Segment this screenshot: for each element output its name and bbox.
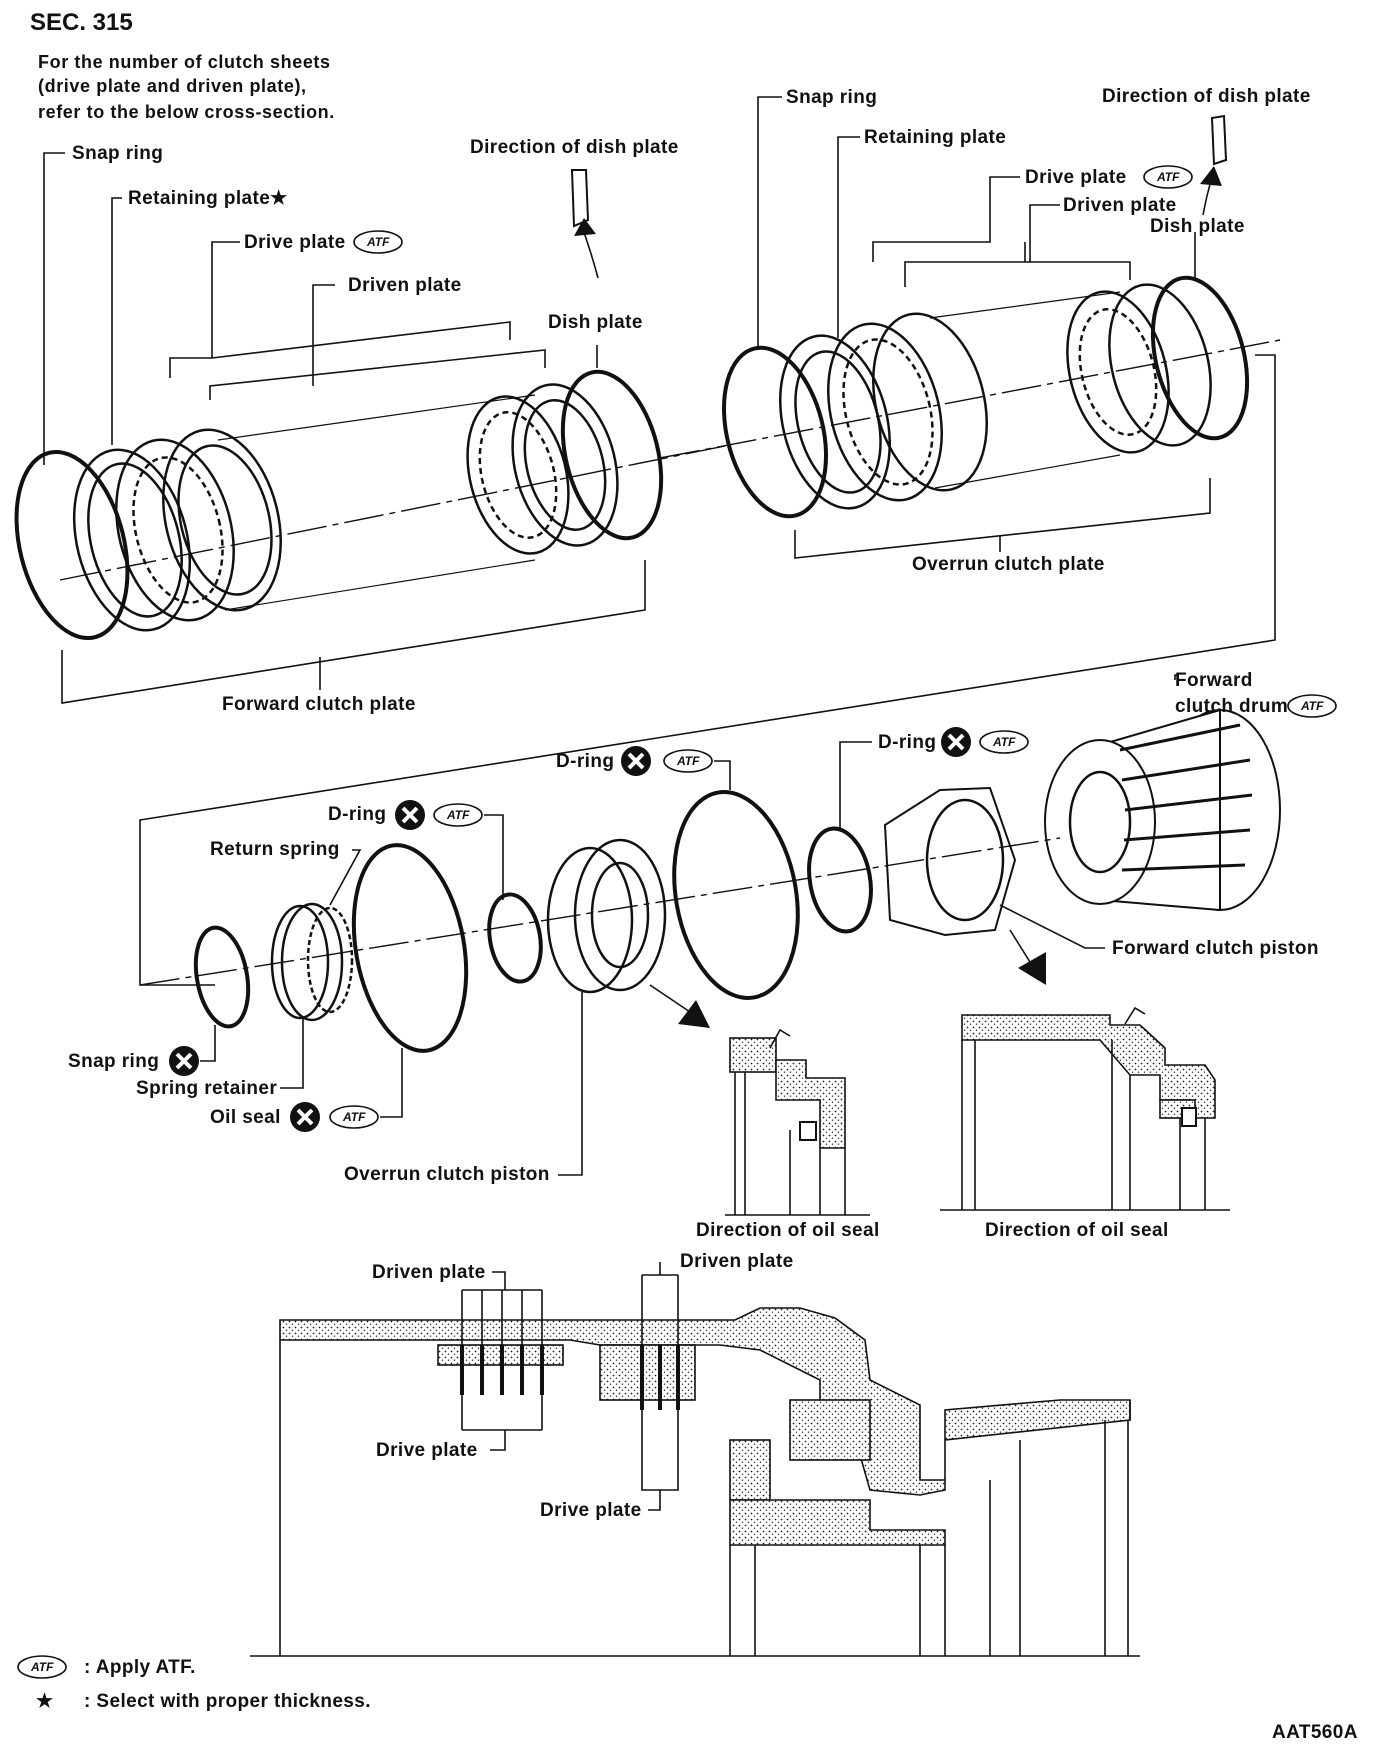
d-ring-2-atf-badge: ATF (979, 730, 1029, 754)
fwd-drive-plate (115, 438, 235, 622)
fwd-drive-plate-label: Drive plate (244, 232, 346, 253)
drum-atf-badge: ATF (1287, 694, 1337, 718)
fwd-dish-direction-icon (570, 169, 590, 228)
cs-drive-plate-left-label: Drive plate (376, 1440, 478, 1461)
piston-snap-ring-label: Snap ring (68, 1051, 159, 1072)
oil-seal-detail-right: Direction of oil seal (940, 1006, 1230, 1241)
svg-text:ATF: ATF (1156, 170, 1180, 184)
return-spring (306, 906, 354, 1014)
fwd-retaining-plate (72, 448, 192, 632)
forward-clutch-piston-label: Forward clutch piston (1112, 938, 1319, 959)
ovr-dish-plate-label: Dish plate (1150, 216, 1245, 237)
ovr-snap-ring-label: Snap ring (786, 87, 877, 108)
d-ring-3-atf-badge: ATF (433, 803, 483, 827)
figure-id: AAT560A (1272, 1722, 1358, 1743)
spring-retainer (270, 904, 330, 1020)
legend-star-symbol: ★ (36, 1691, 53, 1712)
fwd-driven-plate-label: Driven plate (348, 275, 462, 296)
forward-clutch-drum-label-1: Forward (1175, 670, 1253, 691)
ovr-drive-plate-atf-badge: ATF (1143, 165, 1193, 189)
overrun-clutch-plate-group: Snap ring Retaining plate Drive plate AT… (659, 86, 1311, 575)
note-line-2: (drive plate and driven plate), (38, 76, 307, 96)
section-number: SEC. 315 (30, 9, 133, 36)
fwd-driven-plate (162, 428, 282, 612)
forward-clutch-plate-group: Snap ring Retaining plate★ Drive plate A… (14, 137, 731, 715)
piston-group: Forward clutch drum ATF D-ring ATF D-rin… (68, 670, 1337, 1185)
oil-seal-replace-icon (288, 1100, 322, 1134)
overrun-clutch-piston-label: Overrun clutch piston (344, 1164, 550, 1185)
svg-text:ATF: ATF (1300, 699, 1324, 713)
d-ring-right (807, 826, 873, 934)
fwd-drive-plate-atf-badge: ATF (353, 230, 403, 254)
fwd-dish-plate (560, 369, 664, 541)
d-ring-2-replace-icon (939, 725, 973, 759)
svg-text:ATF: ATF (30, 1660, 54, 1674)
forward-clutch-piston (883, 786, 1017, 937)
oil-seal-direction-label-2: Direction of oil seal (985, 1220, 1169, 1241)
snap-ring-replace-icon (167, 1044, 201, 1078)
return-spring-label: Return spring (210, 839, 340, 860)
spring-retainer-label: Spring retainer (136, 1078, 277, 1099)
legend-atf-text: : Apply ATF. (84, 1657, 196, 1678)
ovr-drive-plate-label: Drive plate (1025, 167, 1127, 188)
svg-text:ATF: ATF (366, 235, 390, 249)
forward-clutch-plate-label: Forward clutch plate (222, 694, 416, 715)
oil-seal-detail-left: Direction of oil seal (696, 1028, 880, 1241)
forward-clutch-drum-label-2: clutch drum (1175, 696, 1288, 717)
d-ring-3-replace-icon (393, 798, 427, 832)
ovr-dish-direction-icon (1210, 114, 1228, 166)
ovr-dish-plate (1150, 275, 1250, 441)
oil-seal-label: Oil seal (210, 1107, 281, 1128)
cs-driven-plate-left-label: Driven plate (372, 1262, 486, 1283)
piston-snap-ring (193, 925, 251, 1029)
ovr-snap-ring (721, 345, 829, 519)
oil-seal (351, 843, 469, 1053)
svg-text:ATF: ATF (676, 754, 700, 768)
ovr-driven-plate (872, 312, 988, 492)
cross-section: Driven plate Driven plate Drive plate Dr… (250, 1251, 1140, 1657)
fwd-snap-ring-label: Snap ring (72, 143, 163, 164)
fwd-dish-direction-label: Direction of dish plate (470, 137, 679, 158)
forward-clutch-drum (1044, 708, 1281, 912)
d-ring-3-label: D-ring (328, 804, 386, 825)
ovr-driven-plate-label: Driven plate (1063, 195, 1177, 216)
d-ring-small (487, 892, 543, 984)
cs-driven-plate-right-label: Driven plate (680, 1251, 794, 1272)
svg-text:ATF: ATF (446, 808, 470, 822)
fwd-dish-plate-label: Dish plate (548, 312, 643, 333)
oil-seal-direction-label-1: Direction of oil seal (696, 1220, 880, 1241)
oil-seal-atf-badge: ATF (329, 1105, 379, 1129)
ovr-dish-direction-label: Direction of dish plate (1102, 86, 1311, 107)
d-ring-1-replace-icon (619, 744, 653, 778)
legend-atf-badge: ATF (17, 1655, 67, 1679)
svg-text:ATF: ATF (992, 735, 1016, 749)
ovr-retaining-plate-label: Retaining plate (864, 127, 1006, 148)
note-line-1: For the number of clutch sheets (38, 52, 331, 72)
cs-drive-plate-right-label: Drive plate (540, 1500, 642, 1521)
svg-text:ATF: ATF (342, 1110, 366, 1124)
note-line-3: refer to the below cross-section. (38, 102, 335, 122)
d-ring-1-label: D-ring (556, 751, 614, 772)
fwd-snap-ring (14, 449, 130, 641)
d-ring-1-atf-badge: ATF (663, 749, 713, 773)
fwd-retaining-plate-label: Retaining plate★ (128, 188, 288, 209)
overrun-clutch-plate-label: Overrun clutch plate (912, 554, 1105, 575)
legend: ATF : Apply ATF. ★ : Select with proper … (17, 1655, 371, 1712)
d-ring-2-label: D-ring (878, 732, 936, 753)
d-ring-large (672, 790, 800, 1000)
legend-star-text: : Select with proper thickness. (84, 1691, 371, 1712)
